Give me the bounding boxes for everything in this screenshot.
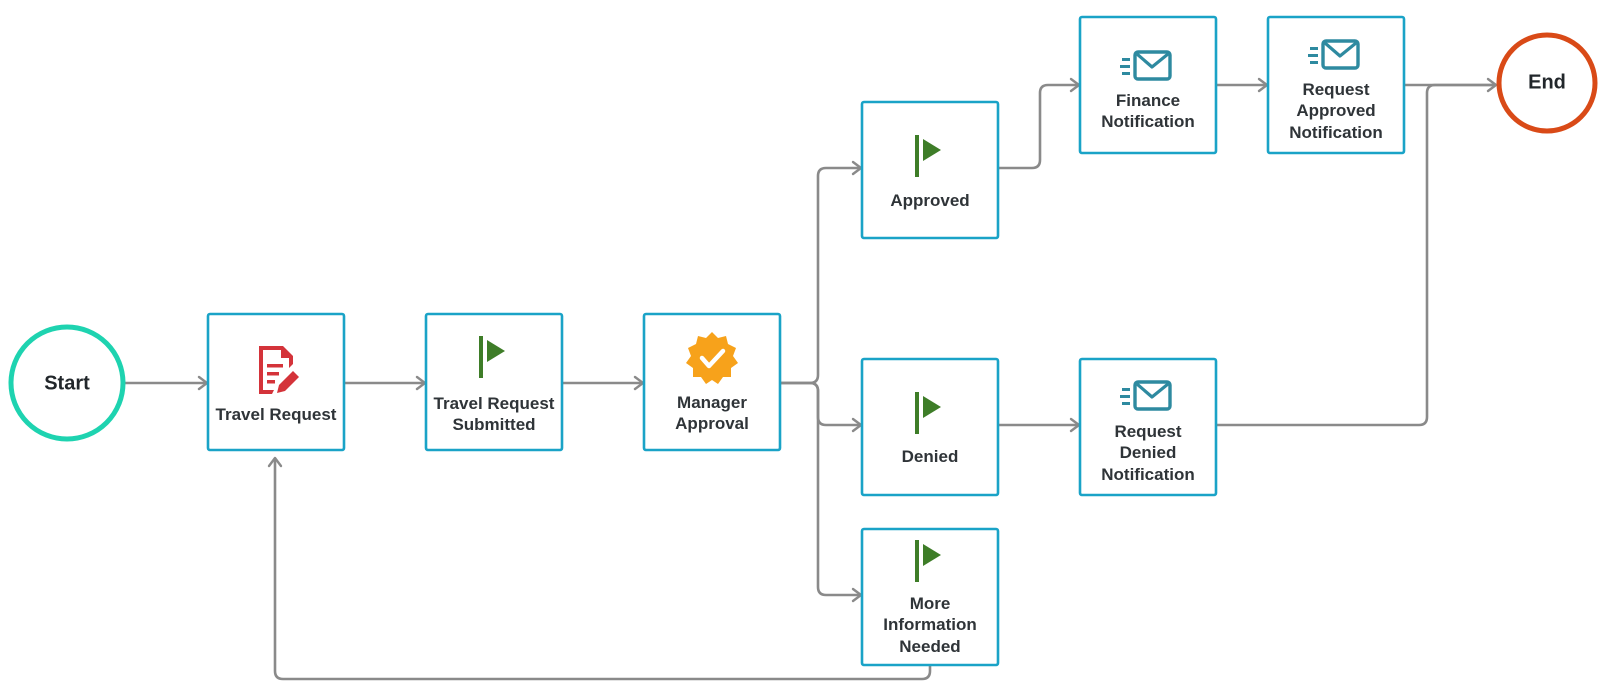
node-request-approved-notification[interactable]: Request Approved Notification <box>1266 15 1406 155</box>
connector-request-denied-to-end <box>1217 83 1496 427</box>
connector-manager-to-approved <box>780 166 861 385</box>
start-event-label: Start <box>44 372 90 394</box>
approval-badge-icon <box>686 332 738 384</box>
node-approved-line-1: Approved <box>890 191 969 210</box>
flag-icon <box>479 336 505 378</box>
start-event[interactable]: Start <box>8 324 126 442</box>
flag-icon <box>915 392 941 434</box>
flag-icon <box>915 135 941 177</box>
connector-manager-to-more-info <box>780 381 861 597</box>
node-finance-notification[interactable]: Finance Notification <box>1078 15 1218 155</box>
node-more-information-needed[interactable]: More Information Needed <box>860 527 1000 667</box>
end-event-label: End <box>1528 71 1566 93</box>
node-request-denied-notification[interactable]: Request Denied Notification <box>1078 357 1218 497</box>
node-travel-request[interactable]: Travel Request <box>206 312 346 452</box>
form-edit-icon <box>259 346 299 394</box>
node-more-info-line-2: Information <box>883 615 977 634</box>
node-request-denied-line-1: Request <box>1114 422 1181 441</box>
node-request-approved-line-3: Notification <box>1289 123 1383 142</box>
arrowhead <box>267 456 283 468</box>
node-submitted-line-2: Submitted <box>452 415 535 434</box>
connector-manager-to-denied <box>780 381 861 427</box>
node-travel-request-line-1: Travel Request <box>216 405 337 424</box>
connector-approved-to-finance-notification <box>998 83 1079 170</box>
flag-icon <box>915 540 941 582</box>
node-manager-approval-line-1: Manager <box>677 393 747 412</box>
node-approved[interactable]: Approved <box>860 100 1000 240</box>
node-submitted-line-1: Travel Request <box>434 394 555 413</box>
node-travel-request-submitted[interactable]: Travel Request Submitted <box>424 312 564 452</box>
node-request-denied-line-3: Notification <box>1101 465 1195 484</box>
node-denied[interactable]: Denied <box>860 357 1000 497</box>
node-manager-approval[interactable]: Manager Approval <box>642 312 782 452</box>
node-finance-line-2: Notification <box>1101 112 1195 131</box>
node-finance-line-1: Finance <box>1116 91 1180 110</box>
node-denied-line-1: Denied <box>902 447 959 466</box>
node-request-denied-line-2: Denied <box>1120 443 1177 462</box>
node-request-approved-line-1: Request <box>1302 80 1369 99</box>
node-more-info-line-1: More <box>910 594 951 613</box>
mail-send-icon <box>1308 39 1360 70</box>
node-request-approved-line-2: Approved <box>1296 101 1375 120</box>
connectors <box>124 77 1498 681</box>
mail-send-icon <box>1120 380 1172 411</box>
node-more-info-line-3: Needed <box>899 637 960 656</box>
connector-more-info-to-travel-request <box>273 458 932 681</box>
mail-send-icon <box>1120 50 1172 81</box>
node-manager-approval-line-2: Approval <box>675 414 749 433</box>
end-event[interactable]: End <box>1496 32 1598 134</box>
